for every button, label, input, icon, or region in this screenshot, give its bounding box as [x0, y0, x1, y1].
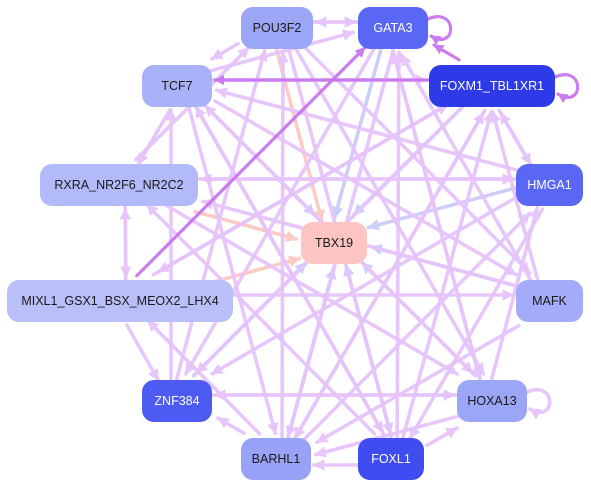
- edge-hoxa13-to-hmga1: [489, 205, 541, 381]
- node-tcf7[interactable]: TCF7: [142, 65, 212, 107]
- node-pou3f2[interactable]: POU3F2: [241, 7, 313, 49]
- edge-mixl1-to-gata3: [135, 46, 367, 278]
- node-gata3[interactable]: GATA3: [358, 7, 428, 49]
- node-foxl1[interactable]: FOXL1: [358, 438, 424, 480]
- edge-foxl1-to-tcf7: [194, 105, 386, 437]
- edge-barhl1-to-znf384: [216, 416, 246, 436]
- edge-foxm1_tbl1xr1-to-foxm1_tbl1xr1: [551, 73, 580, 104]
- node-znf384[interactable]: ZNF384: [142, 380, 212, 422]
- edge-hoxa13-to-hoxa13: [523, 388, 552, 420]
- edge-pou3f2-to-hoxa13: [292, 44, 486, 376]
- edge-tcf7-to-mafk: [213, 99, 518, 277]
- edge-pou3f2-to-tcf7: [210, 41, 240, 61]
- edge-tcf7-to-barhl1: [186, 103, 279, 436]
- edge-mafk-to-gata3: [399, 53, 535, 285]
- edge-rxra-to-hoxa13: [156, 199, 459, 376]
- edge-foxm1_tbl1xr1-to-gata3: [432, 43, 461, 62]
- edge-barhl1-to-hmga1: [299, 211, 532, 445]
- edge-mixl1-to-rxra: [119, 207, 132, 282]
- node-mafk[interactable]: MAFK: [516, 280, 583, 322]
- edge-mixl1-to-znf384: [124, 323, 160, 382]
- node-tbx19[interactable]: TBX19: [301, 222, 367, 264]
- edge-znf384-to-pou3f2: [175, 48, 268, 381]
- node-foxm1-tbl1xr1[interactable]: FOXM1_TBL1XR1: [429, 65, 555, 107]
- edge-tcf7-to-rxra: [136, 108, 172, 166]
- edge-gata3-to-gata3: [424, 15, 453, 46]
- edge-foxl1-to-foxm1_tbl1xr1: [400, 109, 495, 442]
- edge-barhl1-to-pou3f2: [277, 50, 289, 440]
- node-barhl1[interactable]: BARHL1: [241, 438, 311, 480]
- edge-rxra-to-tbx19: [193, 209, 299, 242]
- edge-foxl1-to-gata3: [393, 50, 405, 440]
- edge-gata3-to-tbx19: [331, 45, 384, 220]
- edge-hmga1-to-foxm1_tbl1xr1: [498, 111, 534, 169]
- edge-pou3f2-to-mafk: [300, 42, 532, 275]
- edge-foxl1-to-hoxa13: [425, 426, 459, 448]
- edge-hmga1-to-tbx19: [366, 186, 517, 231]
- node-hoxa13[interactable]: HOXA13: [457, 380, 527, 422]
- edge-foxl1-to-rxra: [145, 202, 377, 436]
- edge-hoxa13-to-barhl1: [313, 414, 461, 458]
- edge-mafk-to-foxm1_tbl1xr1: [489, 109, 540, 284]
- node-rxra-nr2f6-nr2c2[interactable]: RXRA_NR2F6_NR2C2: [40, 164, 198, 206]
- node-mixl1-gsx1-bsx-meox2-lhx4[interactable]: MIXL1_GSX1_BSX_MEOX2_LHX4: [7, 280, 233, 322]
- node-hmga1[interactable]: HMGA1: [516, 164, 583, 206]
- edge-hmga1-to-foxl1: [408, 207, 545, 440]
- edge-hoxa13-to-gata3: [390, 51, 483, 384]
- edge-barhl1-to-mixl1: [146, 318, 262, 436]
- edge-hmga1-to-znf384: [210, 197, 515, 376]
- edge-hmga1-to-tcf7: [214, 87, 520, 173]
